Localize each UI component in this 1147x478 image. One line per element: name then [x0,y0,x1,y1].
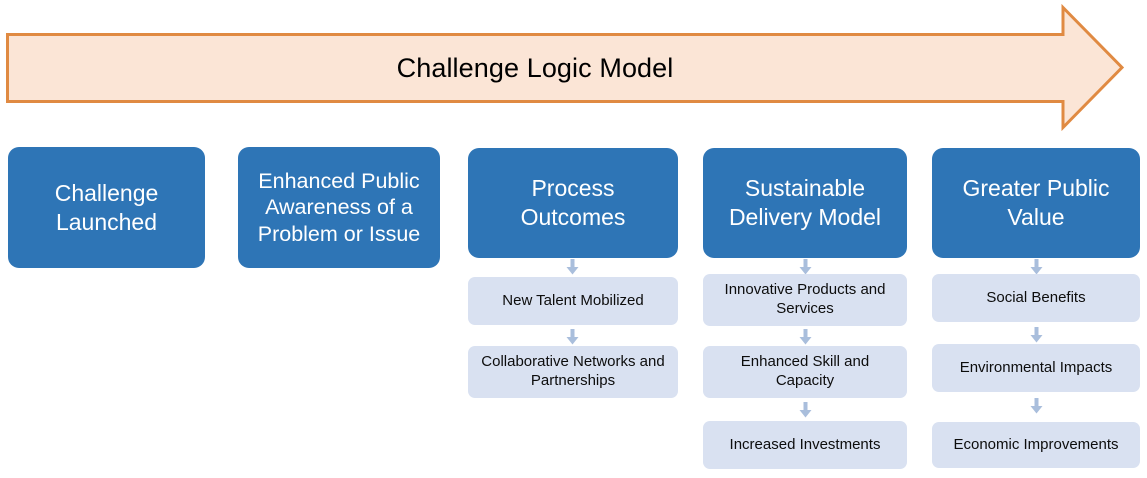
connector-arrow-down [799,259,812,275]
sub-box-social-benefits[interactable]: Social Benefits [932,274,1140,322]
sub-box-label: Increased Investments [729,435,881,453]
sub-box-label: New Talent Mobilized [502,291,644,309]
stage-box-challenge-launched[interactable]: Challenge Launched [8,147,205,268]
stage-label: Challenge Launched [54,179,159,235]
stage-label: Greater Public Value [962,175,1110,230]
sub-box-collaborative-networks-and-partnerships[interactable]: Collaborative Networks and Partnerships [468,346,678,398]
sub-box-label: Enhanced Skill and Capacity [740,353,870,389]
stage-box-enhanced-public-awareness[interactable]: Enhanced Public Awareness of a Problem o… [238,147,440,268]
stage-box-sustainable-delivery-model[interactable]: Sustainable Delivery Model [703,148,907,258]
sub-box-label: Collaborative Networks and Partnerships [481,353,665,389]
stage-label: Sustainable Delivery Model [728,175,882,230]
right-arrow-polygon [6,3,1125,132]
sub-box-label: Environmental Impacts [959,358,1113,376]
connector-arrow-down [799,402,812,418]
sub-box-label: Innovative Products and Services [724,281,886,317]
sub-box-increased-investments[interactable]: Increased Investments [703,421,907,469]
connector-arrow-down [1030,259,1043,275]
stage-label: Enhanced Public Awareness of a Problem o… [257,168,421,246]
connector-arrow-down [799,329,812,345]
connector-arrow-down [1030,327,1043,343]
sub-box-enhanced-skill-and-capacity[interactable]: Enhanced Skill and Capacity [703,346,907,398]
stage-box-greater-public-value[interactable]: Greater Public Value [932,148,1140,258]
sub-box-economic-improvements[interactable]: Economic Improvements [932,422,1140,468]
sub-box-label: Economic Improvements [953,435,1119,453]
connector-arrow-down [566,329,579,345]
sub-box-new-talent-mobilized[interactable]: New Talent Mobilized [468,277,678,325]
stage-box-process-outcomes[interactable]: Process Outcomes [468,148,678,258]
sub-box-innovative-products-and-services[interactable]: Innovative Products and Services [703,274,907,326]
connector-arrow-down [1030,398,1043,414]
sub-box-environmental-impacts[interactable]: Environmental Impacts [932,344,1140,392]
connector-arrow-down [566,259,579,275]
banner-arrow-shape [0,0,1147,136]
sub-box-label: Social Benefits [986,288,1086,306]
stage-label: Process Outcomes [520,175,626,230]
